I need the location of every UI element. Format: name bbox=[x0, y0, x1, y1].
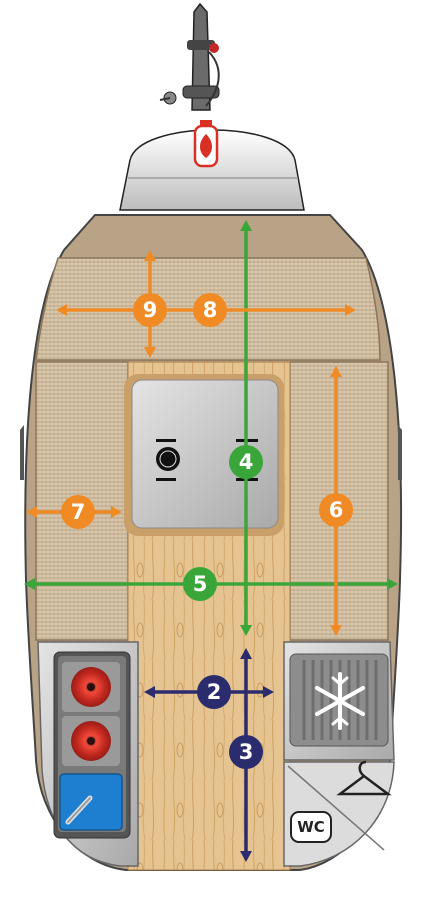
arrowhead bbox=[144, 250, 156, 261]
cooler-vents bbox=[302, 660, 378, 740]
dimension-number: 3 bbox=[239, 740, 254, 764]
arrowhead bbox=[240, 851, 252, 862]
dimension-badge bbox=[133, 293, 167, 327]
dimension-badge bbox=[197, 675, 231, 709]
dimension-arrow-6: 6 bbox=[319, 366, 353, 636]
dimension-markers: 2 3 4 5 6 7 8 9 bbox=[24, 220, 398, 862]
dimension-arrow-4: 4 bbox=[229, 220, 263, 636]
dimension-number: 5 bbox=[193, 572, 208, 596]
dimension-number: 9 bbox=[143, 298, 158, 322]
arrowhead bbox=[240, 625, 252, 636]
dimension-number: 7 bbox=[71, 500, 86, 524]
arrowhead bbox=[56, 304, 67, 316]
gas-locker bbox=[119, 120, 305, 211]
dimension-arrow-9: 9 bbox=[133, 250, 167, 358]
wc-label: WC bbox=[297, 818, 325, 836]
dimension-badge bbox=[193, 293, 227, 327]
arrowhead bbox=[111, 506, 122, 518]
arrowhead bbox=[330, 366, 342, 377]
arrowhead bbox=[345, 304, 356, 316]
snowflake-icon bbox=[315, 672, 365, 730]
gas-bottle-icon bbox=[193, 120, 219, 168]
arrowhead bbox=[24, 578, 35, 590]
dimension-badge bbox=[229, 735, 263, 769]
arrowhead bbox=[263, 686, 274, 698]
arrowhead bbox=[144, 686, 155, 698]
dimension-badge bbox=[61, 495, 95, 529]
hob-burner bbox=[62, 662, 120, 712]
arrowhead bbox=[144, 347, 156, 358]
clothes-hanger-icon bbox=[336, 760, 392, 796]
tow-hitch bbox=[159, 2, 220, 111]
hob-burner bbox=[62, 716, 120, 766]
arrowhead bbox=[240, 220, 252, 231]
dimension-arrow-5: 5 bbox=[24, 567, 398, 601]
dimension-arrow-3: 3 bbox=[229, 648, 263, 862]
dimension-number: 8 bbox=[203, 298, 218, 322]
arrowhead bbox=[240, 648, 252, 659]
wc-icon: WC bbox=[290, 811, 332, 843]
dimension-arrow-8: 8 bbox=[56, 293, 356, 327]
dimension-badge bbox=[183, 567, 217, 601]
dimension-arrow-2: 2 bbox=[144, 675, 274, 709]
dimension-arrow-7: 7 bbox=[26, 495, 122, 529]
arrowhead bbox=[26, 506, 37, 518]
dimension-badge bbox=[319, 493, 353, 527]
dining-table bbox=[124, 374, 284, 536]
sink bbox=[59, 773, 123, 831]
arrowhead bbox=[387, 578, 398, 590]
dimension-badge bbox=[229, 445, 263, 479]
dimension-number: 4 bbox=[239, 450, 254, 474]
dimension-number: 2 bbox=[207, 680, 222, 704]
dimension-number: 6 bbox=[329, 498, 344, 522]
arrowhead bbox=[330, 625, 342, 636]
